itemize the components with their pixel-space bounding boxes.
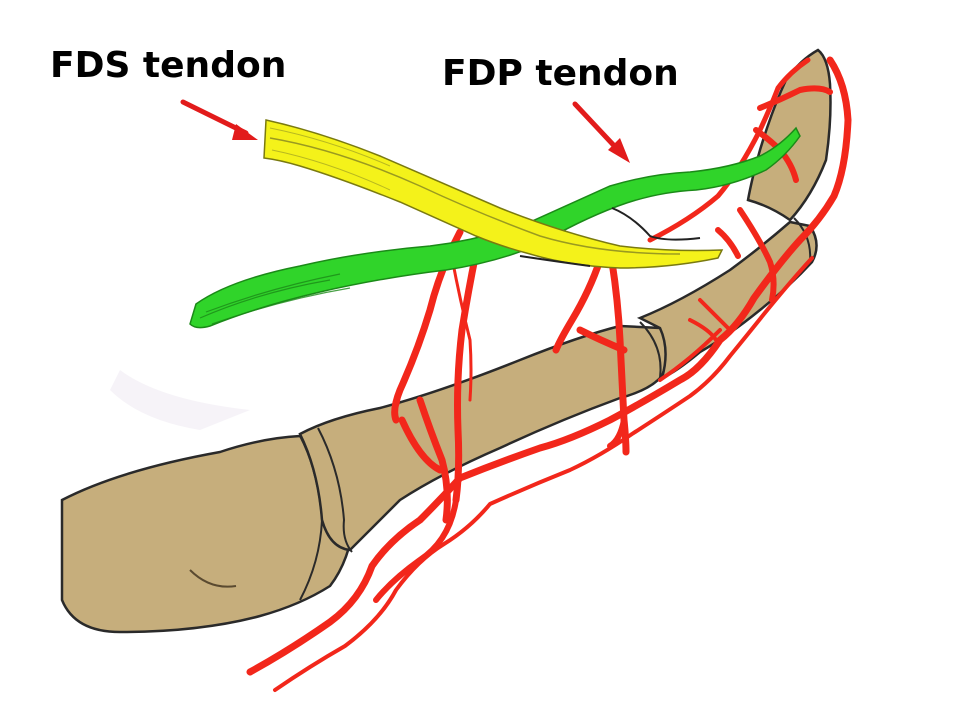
sheath-branch-middle	[607, 417, 627, 449]
sheath-lower-border-outer	[273, 256, 814, 692]
metacarpal-bone	[60, 434, 356, 634]
fdp-tendon-shape	[189, 126, 801, 329]
fdp-arrow	[572, 101, 630, 163]
fds-arrow	[180, 99, 258, 140]
sheath-dorsal-line	[647, 57, 811, 243]
pulley-a5	[715, 85, 833, 303]
fds-tendon-body	[263, 119, 724, 269]
tendon-edge-accent	[519, 207, 701, 267]
fdp-tendon-fibers	[199, 273, 351, 325]
background-shade	[110, 370, 250, 430]
proximal-phalanx-head-line	[639, 321, 662, 379]
fdp-tendon-body	[189, 126, 801, 329]
proximal-phalanx-bone	[298, 324, 668, 552]
fds-tendon-label: FDS tendon	[50, 45, 287, 86]
sheath-branch-proximal	[373, 497, 459, 603]
fds-tendon-fibers	[269, 127, 391, 191]
pulley-a2-spread	[396, 256, 473, 406]
fdp-tendon-label: FDP tendon	[442, 53, 679, 94]
pulley-a4	[552, 256, 630, 456]
fds-tendon-split-line	[269, 137, 681, 255]
proximal-phalanx-base-line	[317, 427, 353, 553]
sheath-distal-cross	[658, 298, 732, 382]
sheath-lower-border	[246, 56, 852, 676]
flexor-sheath-pulleys	[246, 56, 852, 692]
fds-tendon-shape	[263, 119, 724, 269]
metacarpal-detail	[189, 569, 237, 588]
